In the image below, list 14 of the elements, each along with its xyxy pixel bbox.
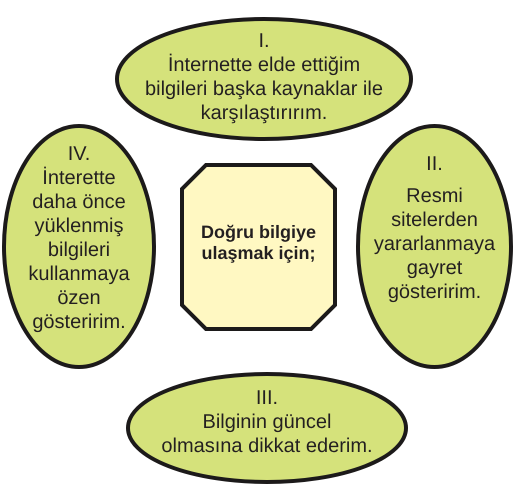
statement-ellipse bbox=[126, 372, 408, 484]
statement-text: Resmi sitelerden yararlanmaya gayret gösteririm. bbox=[372, 184, 496, 304]
statement-ellipse bbox=[115, 17, 413, 141]
roman-numeral: III. bbox=[256, 386, 278, 410]
statement-ellipse bbox=[356, 124, 513, 369]
statement-text: İnterette daha önce yüklenmiş bilgileri kullanmaya özen gösteririm. bbox=[27, 166, 131, 334]
statement-text: İnternette elde ettiğim bilgileri başka kaynaklar ile karşılaştırırım. bbox=[144, 53, 384, 125]
statement-ellipse bbox=[2, 124, 156, 369]
topic-octagon bbox=[180, 163, 337, 331]
roman-numeral: II. bbox=[426, 152, 443, 176]
topic-text: Doğru bilgiye ulaşmak için; bbox=[200, 222, 317, 264]
statement-text: Bilginin güncel olmasına dikkat ederim. bbox=[161, 410, 373, 458]
roman-numeral: I. bbox=[258, 29, 270, 53]
roman-numeral: IV. bbox=[68, 142, 90, 166]
